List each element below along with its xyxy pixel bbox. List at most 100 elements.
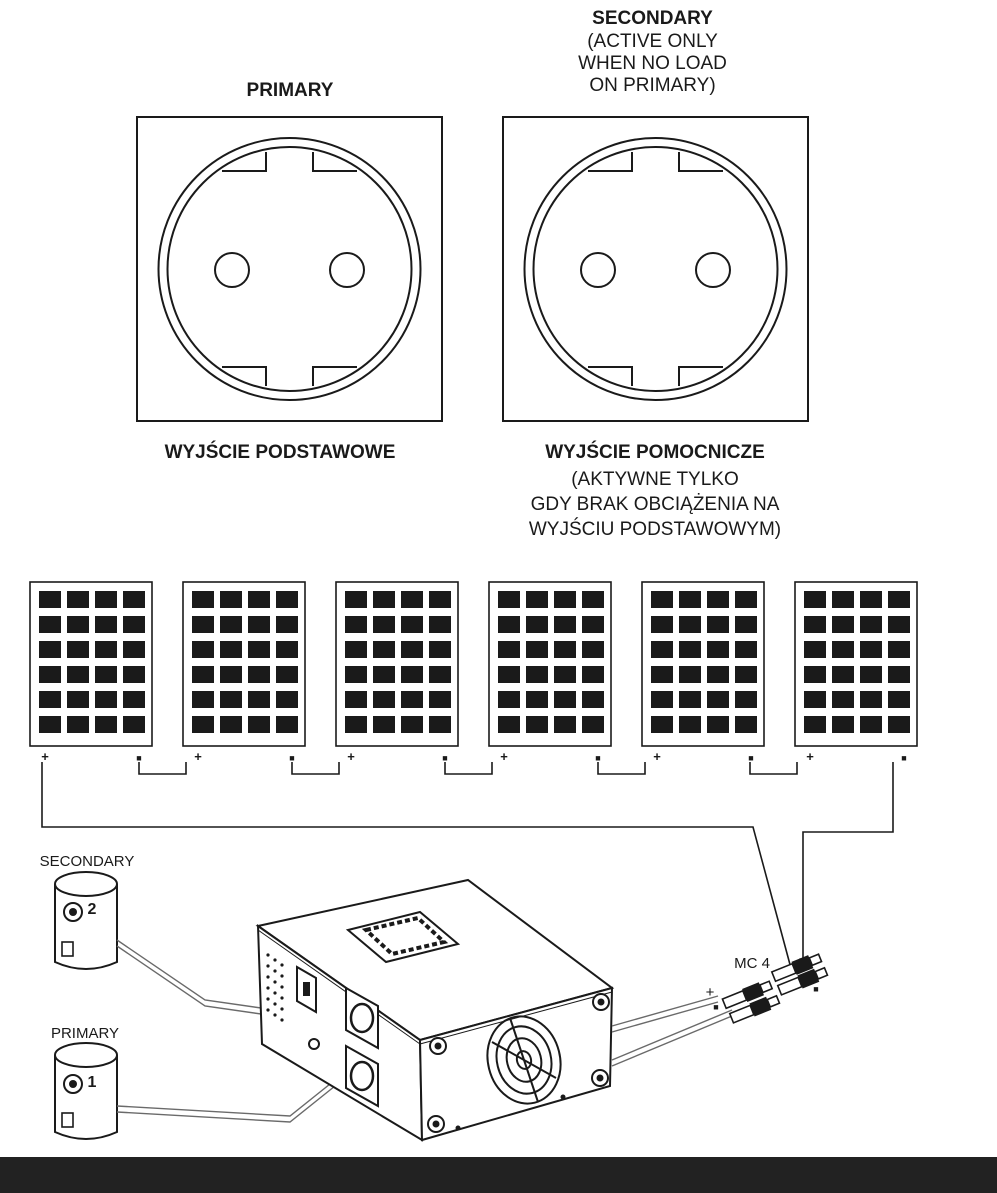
- solar-cell: [95, 641, 117, 658]
- solar-cell: [707, 716, 729, 733]
- panel-minus-terminal: ■: [136, 753, 142, 763]
- solar-cell: [582, 666, 604, 683]
- secondary-output-note: (AKTYWNE TYLKO GDY BRAK OBCIĄŻENIA NA WY…: [528, 469, 782, 540]
- panel-minus-terminal: ■: [289, 753, 295, 763]
- solar-cell: [804, 716, 826, 733]
- solar-cell: [582, 641, 604, 658]
- solar-cell: [39, 616, 61, 633]
- solar-cell: [123, 666, 145, 683]
- panel-minus-terminal: ■: [748, 753, 754, 763]
- solar-cell: [554, 666, 576, 683]
- solar-cell: [248, 591, 270, 608]
- primary-socket: [136, 116, 443, 422]
- solar-cell: [248, 666, 270, 683]
- solar-cell: [345, 666, 367, 683]
- solar-cell: [888, 666, 910, 683]
- solar-cell: [679, 641, 701, 658]
- solar-cell: [123, 641, 145, 658]
- solar-cell: [67, 716, 89, 733]
- panel-plus-terminal: +: [41, 749, 49, 764]
- solar-cell: [707, 666, 729, 683]
- panel-plus-terminal: +: [653, 749, 661, 764]
- solar-cell: [554, 616, 576, 633]
- solar-cell: [248, 641, 270, 658]
- solar-cell: [582, 716, 604, 733]
- solar-cell: [95, 616, 117, 633]
- solar-cell: [860, 591, 882, 608]
- solar-cell: [401, 666, 423, 683]
- solar-cell: [832, 641, 854, 658]
- solar-cell: [651, 641, 673, 658]
- solar-cell: [248, 691, 270, 708]
- primary-socket-title: PRIMARY: [246, 80, 334, 101]
- secondary-socket-hole-left: [580, 252, 616, 288]
- solar-cell: [735, 691, 757, 708]
- solar-cell: [276, 716, 298, 733]
- solar-cell: [220, 616, 242, 633]
- panel-minus-terminal: ■: [595, 753, 601, 763]
- panel-series-wiring: [41, 762, 894, 973]
- solar-cell: [888, 691, 910, 708]
- solar-cell: [401, 716, 423, 733]
- solar-cell: [95, 591, 117, 608]
- secondary-heater-number: 2: [87, 901, 97, 918]
- solar-cell: [276, 691, 298, 708]
- solar-panel-6: [794, 581, 918, 747]
- solar-cell: [39, 691, 61, 708]
- solar-cell: [526, 691, 548, 708]
- mc4-plus-right: +: [795, 954, 805, 971]
- solar-cell: [192, 666, 214, 683]
- solar-cell: [373, 591, 395, 608]
- solar-cell: [888, 591, 910, 608]
- solar-cell: [554, 591, 576, 608]
- solar-cell: [832, 616, 854, 633]
- solar-cell: [429, 641, 451, 658]
- solar-cell: [860, 641, 882, 658]
- solar-cell: [220, 641, 242, 658]
- solar-cell: [888, 716, 910, 733]
- solar-cell: [220, 691, 242, 708]
- solar-cell: [192, 641, 214, 658]
- solar-cell: [95, 666, 117, 683]
- solar-cell: [526, 616, 548, 633]
- solar-cell: [123, 591, 145, 608]
- solar-cell: [373, 716, 395, 733]
- solar-cell: [804, 666, 826, 683]
- heater-switch-icon: [61, 1112, 74, 1128]
- solar-cell: [707, 616, 729, 633]
- solar-cell: [735, 716, 757, 733]
- solar-cell: [707, 641, 729, 658]
- solar-cell: [401, 591, 423, 608]
- mc4-connectors: [721, 953, 829, 1024]
- solar-cell: [526, 641, 548, 658]
- solar-cell: [67, 591, 89, 608]
- solar-cell: [651, 591, 673, 608]
- solar-panel-4: [488, 581, 612, 747]
- solar-cell: [401, 641, 423, 658]
- solar-cell: [554, 716, 576, 733]
- mc4-label: MC 4: [734, 955, 770, 972]
- solar-cell: [345, 641, 367, 658]
- solar-panel-5: [641, 581, 765, 747]
- solar-cell: [498, 716, 520, 733]
- solar-cell: [95, 716, 117, 733]
- solar-cell: [526, 591, 548, 608]
- solar-cell: [582, 691, 604, 708]
- solar-cell: [39, 666, 61, 683]
- mc4-plus-left: +: [705, 984, 715, 1001]
- solar-cell: [429, 616, 451, 633]
- solar-cell: [860, 691, 882, 708]
- solar-cell: [123, 616, 145, 633]
- solar-cell: [804, 591, 826, 608]
- panel-plus-terminal: +: [194, 749, 202, 764]
- solar-cell: [735, 616, 757, 633]
- solar-cell: [498, 691, 520, 708]
- solar-cell: [651, 666, 673, 683]
- solar-cell: [832, 591, 854, 608]
- solar-cell: [39, 716, 61, 733]
- solar-cell: [651, 616, 673, 633]
- panel-plus-terminal: +: [806, 749, 814, 764]
- solar-cell: [276, 666, 298, 683]
- solar-cell: [860, 616, 882, 633]
